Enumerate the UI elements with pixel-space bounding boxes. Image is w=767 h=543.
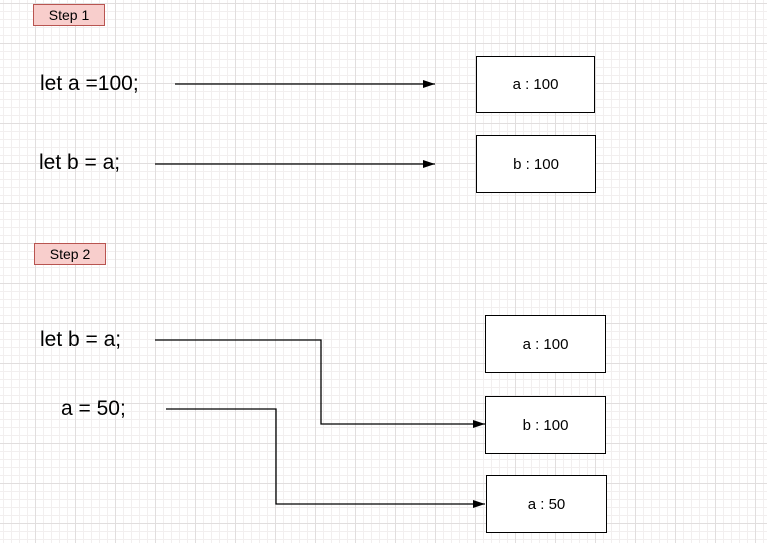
step1-variable-box-b-label: b : 100 bbox=[513, 155, 559, 173]
step2-code-let-b: let b = a; bbox=[40, 328, 122, 351]
step2-variable-box-b100-label: b : 100 bbox=[522, 416, 569, 434]
step2-code-a-assign: a = 50; bbox=[61, 397, 126, 420]
step1-variable-box-a-label: a : 100 bbox=[512, 76, 559, 93]
arrow-step2-a50-to-a50-box bbox=[166, 408, 485, 508]
step1-code-let-a: let a =100; bbox=[40, 72, 139, 95]
step2-variable-box-b100: b : 100 bbox=[485, 396, 606, 454]
step2-variable-box-a50-label: a : 50 bbox=[527, 495, 566, 513]
step1-code-let-b: let b = a; bbox=[39, 151, 121, 174]
step2-variable-box-a100: a : 100 bbox=[485, 315, 606, 373]
step2-label: Step 2 bbox=[34, 243, 106, 265]
arrow-step2-let-b-to-b100-box bbox=[155, 339, 485, 428]
step2-variable-box-a50: a : 50 bbox=[486, 475, 607, 533]
step1-label: Step 1 bbox=[33, 4, 105, 26]
step1-variable-box-a: a : 100 bbox=[476, 56, 595, 113]
step2-variable-box-a100-label: a : 100 bbox=[522, 335, 569, 353]
step1-variable-box-b: b : 100 bbox=[476, 135, 596, 193]
